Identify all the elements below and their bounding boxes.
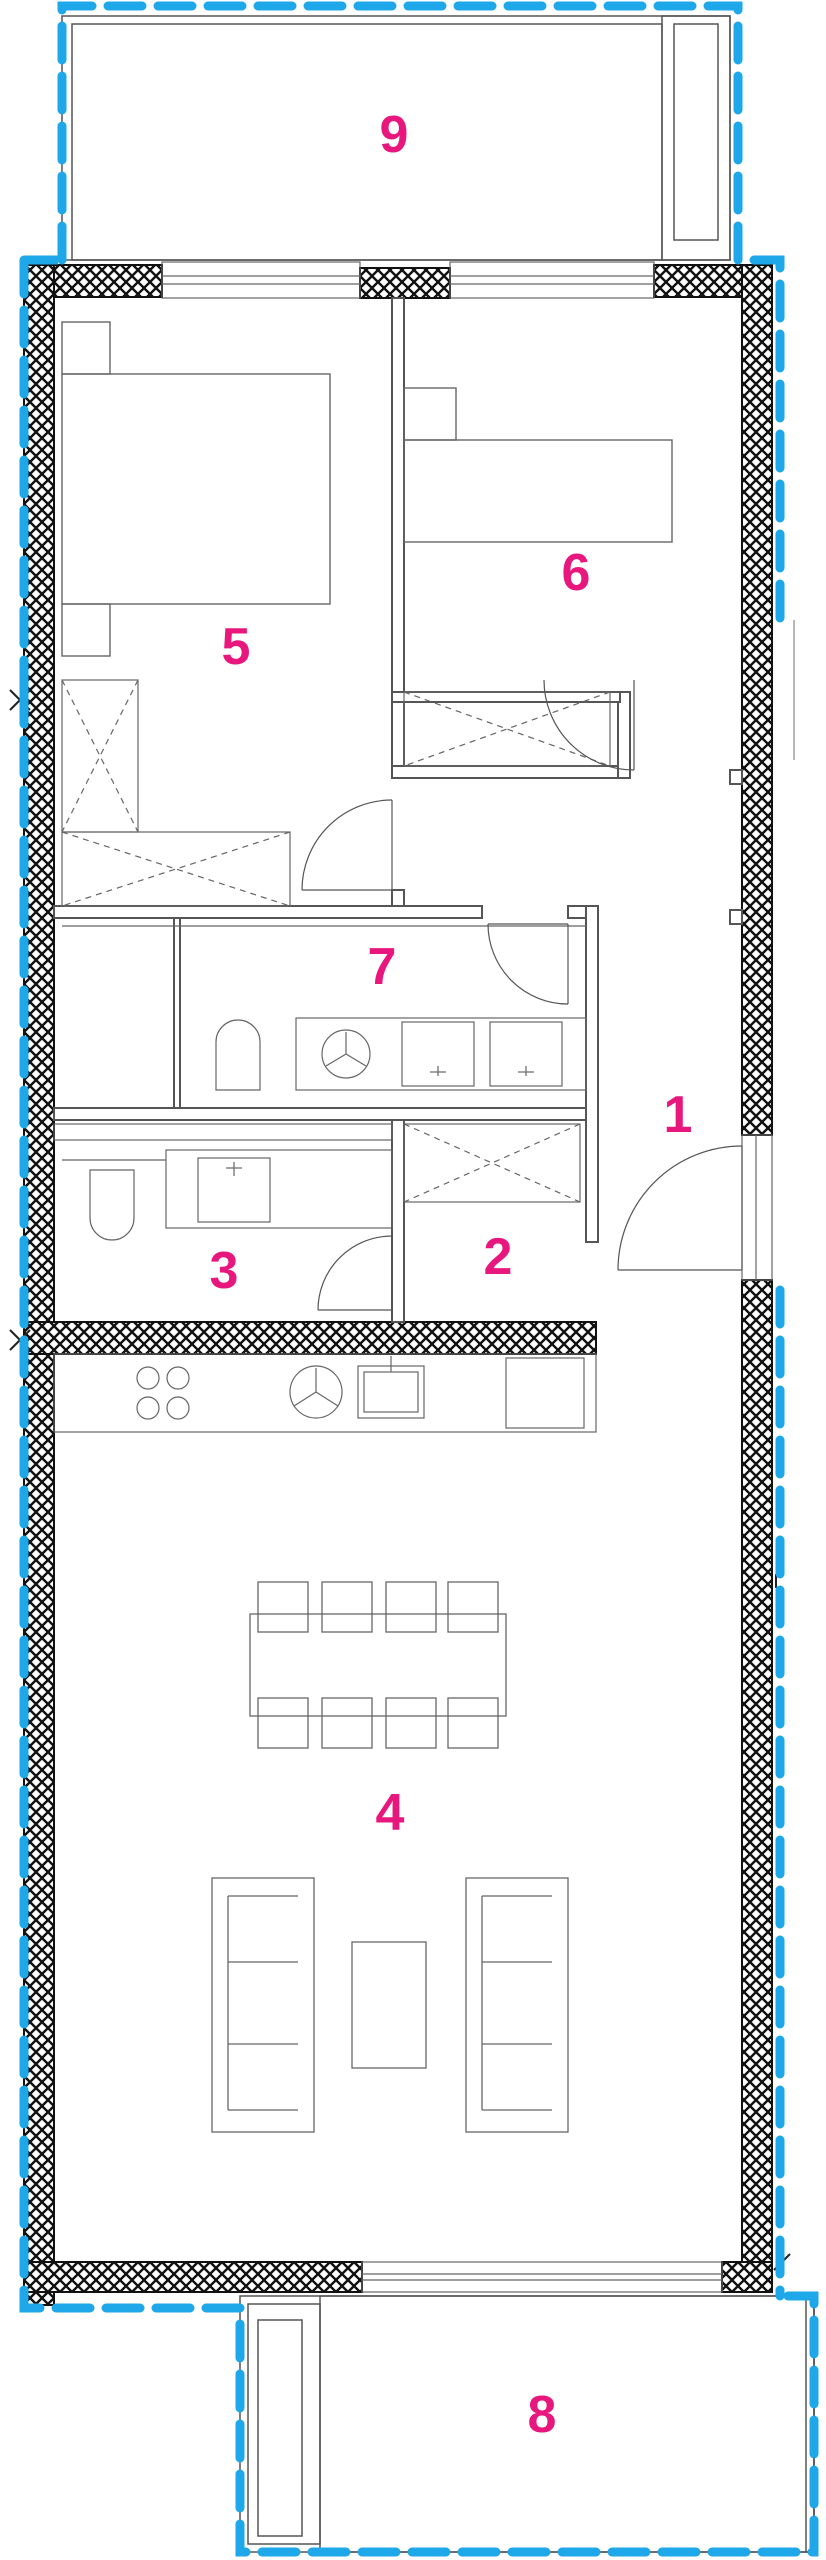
room-label-9: 9 — [380, 106, 409, 164]
wardrobe-room-5 — [61, 679, 291, 907]
room-label-4: 4 — [376, 1784, 405, 1842]
utility-room-7 — [62, 925, 587, 1091]
entrance-door — [617, 1145, 743, 1271]
door-room-3 — [317, 1235, 393, 1311]
dining-table — [249, 1581, 507, 1749]
closet-room-2 — [403, 1123, 581, 1203]
boundary-outline — [19, 1, 819, 2557]
bed-room-6 — [403, 387, 673, 543]
room-label-8: 8 — [528, 2386, 557, 2444]
room-labels: 9 6 5 7 1 2 3 4 8 — [210, 106, 693, 2444]
kitchen-counter — [53, 1353, 597, 1433]
interior-walls — [53, 297, 743, 1323]
bed-room-5 — [61, 321, 331, 657]
wardrobe-room-6 — [403, 691, 611, 767]
door-room-6 — [543, 679, 635, 771]
room-label-1: 1 — [664, 1086, 693, 1144]
windows — [161, 261, 773, 2293]
balcony-top — [61, 15, 731, 261]
door-room-5 — [301, 799, 393, 891]
bathroom-room-3 — [53, 1123, 393, 1241]
room-label-2: 2 — [484, 1228, 513, 1286]
room-label-5: 5 — [222, 618, 251, 676]
door-room-7 — [487, 923, 569, 1005]
room-label-3: 3 — [210, 1242, 239, 1300]
room-label-6: 6 — [562, 544, 591, 602]
lounge-furniture — [211, 1877, 569, 2133]
wall-markers — [9, 620, 795, 2271]
room-label-7: 7 — [368, 938, 397, 996]
